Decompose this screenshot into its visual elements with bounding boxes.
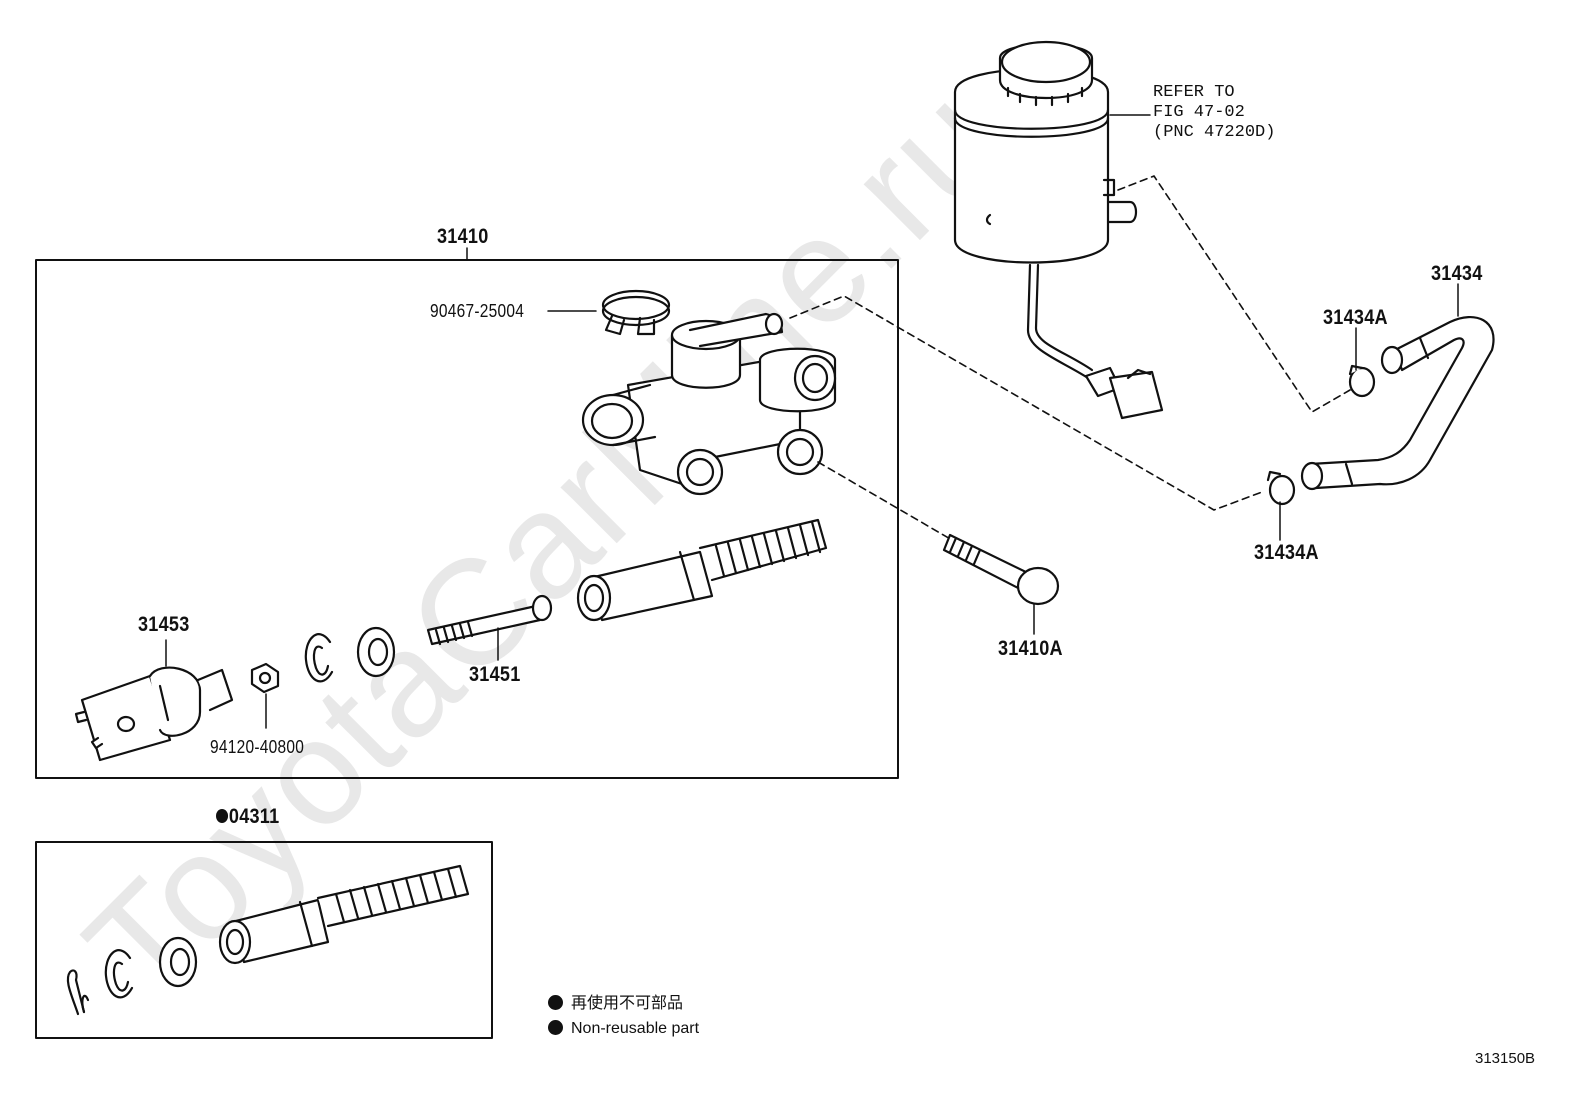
legend-jp-text: 再使用不可部品 [571, 995, 684, 1012]
kit-piston-spring-drawing [218, 864, 470, 965]
master-cylinder-drawing [581, 312, 837, 496]
part-label-push-rod: 31451 [469, 663, 521, 686]
part-label-clamp: 90467-25004 [430, 301, 525, 321]
reference-note: REFER TO FIG 47-02 (PNC 47220D) [1153, 83, 1275, 143]
kit-clip-drawing [66, 969, 90, 1016]
clevis-drawing [74, 666, 234, 762]
snap-ring-drawing [304, 633, 334, 683]
union-bolt-drawing [942, 533, 1060, 606]
assembly-box-04311 [35, 841, 493, 1039]
push-rod-drawing [426, 594, 553, 646]
reservoir-drawing [953, 40, 1164, 420]
piston-spring-drawing [576, 518, 828, 622]
legend-jp: 再使用不可部品 [548, 995, 683, 1012]
reference-line-1: REFER TO [1153, 83, 1235, 102]
part-label-hose: 31434 [1431, 262, 1483, 285]
legend-dot-icon [548, 995, 563, 1010]
part-label-hose-clip-top: 31434A [1323, 306, 1388, 329]
kit-snap-ring-drawing [104, 949, 134, 999]
connection-lines [789, 175, 1351, 541]
assembly-label-31410: 31410 [437, 225, 489, 248]
hose-clip-bottom-drawing [1266, 470, 1296, 506]
reference-line-3: (PNC 47220D) [1153, 123, 1276, 142]
hose-clip-top-drawing [1348, 364, 1376, 398]
kit-label-text: 04311 [228, 805, 280, 828]
part-label-union-bolt: 31410A [998, 637, 1063, 660]
reference-line-2: FIG 47-02 [1153, 103, 1245, 122]
kit-washer-drawing [158, 936, 198, 988]
nut-drawing [250, 662, 280, 694]
legend-dot-icon [548, 1020, 563, 1035]
part-label-clevis: 31453 [138, 613, 190, 636]
part-label-hose-clip-bottom: 31434A [1254, 541, 1319, 564]
washer-drawing [356, 626, 396, 678]
non-reusable-marker [216, 809, 229, 823]
hose-drawing [1300, 315, 1495, 491]
legend-en-text: Non-reusable part [571, 1020, 700, 1037]
assembly-label-04311: 04311 [216, 806, 279, 827]
clamp-drawing [601, 289, 671, 336]
legend-en: Non-reusable part [548, 1020, 699, 1037]
part-label-nut: 94120-40800 [210, 737, 305, 757]
watermark: ToyotaCarMine.ru [54, 54, 1033, 1033]
figure-id: 313150B [1475, 1050, 1536, 1067]
